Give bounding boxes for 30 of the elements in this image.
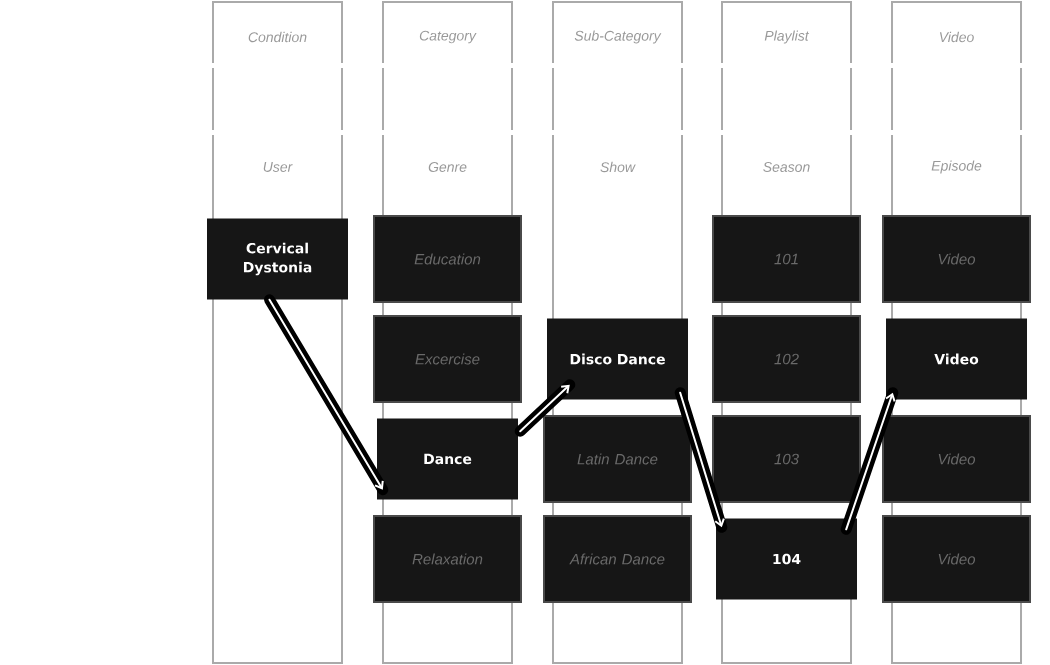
arrow (264, 294, 389, 496)
option-box: Relaxation (373, 515, 522, 603)
column-header: Playlist (764, 30, 810, 44)
option-box: Video (882, 515, 1031, 603)
column-label: User (263, 162, 293, 172)
column-header: Sub-Category (574, 30, 662, 44)
column-label: Season (763, 162, 810, 172)
option-box: Video (882, 215, 1031, 303)
option-box: Excercise (373, 315, 522, 403)
selected-box: Video (886, 318, 1027, 400)
selected-box: Disco Dance (547, 318, 688, 400)
column-header: Video (939, 31, 974, 43)
column-header: Category (419, 30, 477, 44)
option-box: African Dance (543, 515, 692, 603)
option-box: Video (882, 415, 1031, 503)
column-label: Episode (931, 160, 982, 174)
selected-box: Cervical Dystonia (207, 218, 348, 300)
option-box: 102 (712, 315, 861, 403)
arrow (674, 387, 728, 533)
column-label: Genre (428, 162, 467, 172)
option-box: 101 (712, 215, 861, 303)
option-box: Latin Dance (543, 415, 692, 503)
arrow (840, 387, 899, 535)
column-label: Show (600, 161, 636, 173)
selected-box: 104 (716, 518, 857, 600)
selected-box: Dance (377, 418, 518, 500)
option-box: 103 (712, 415, 861, 503)
option-box: Education (373, 215, 522, 303)
arrow (514, 379, 576, 437)
column-header: Condition (248, 31, 307, 43)
